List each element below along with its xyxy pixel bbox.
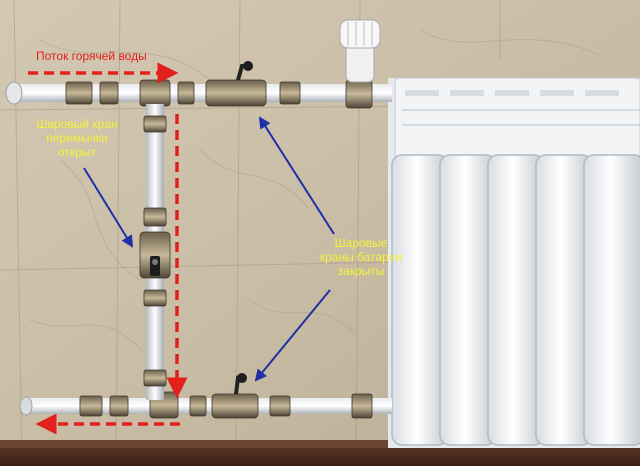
bottom-pipe: [19, 373, 392, 419]
radiator: [388, 77, 640, 448]
floor: [0, 446, 640, 466]
pointer-arrow-top-valve: [258, 116, 335, 235]
flow-arrows: [28, 62, 188, 435]
pointer-arrow-bypass: [83, 167, 134, 248]
pointer-arrows: [83, 116, 335, 382]
wall-texture: [29, 29, 601, 361]
top-pipe: [5, 61, 392, 109]
pointer-arrow-bottom-valve: [254, 289, 331, 382]
thermostatic-head: [339, 19, 381, 83]
radiator-valves-label: Шаровые краны батареи закрыты: [319, 236, 403, 278]
baseboard: [0, 440, 640, 448]
bypass-valve-label: Шаровый кран перемычки открыт: [36, 117, 118, 159]
bypass-pipe: [139, 104, 171, 400]
hot-water-flow-label: Поток горячей воды: [36, 49, 147, 63]
